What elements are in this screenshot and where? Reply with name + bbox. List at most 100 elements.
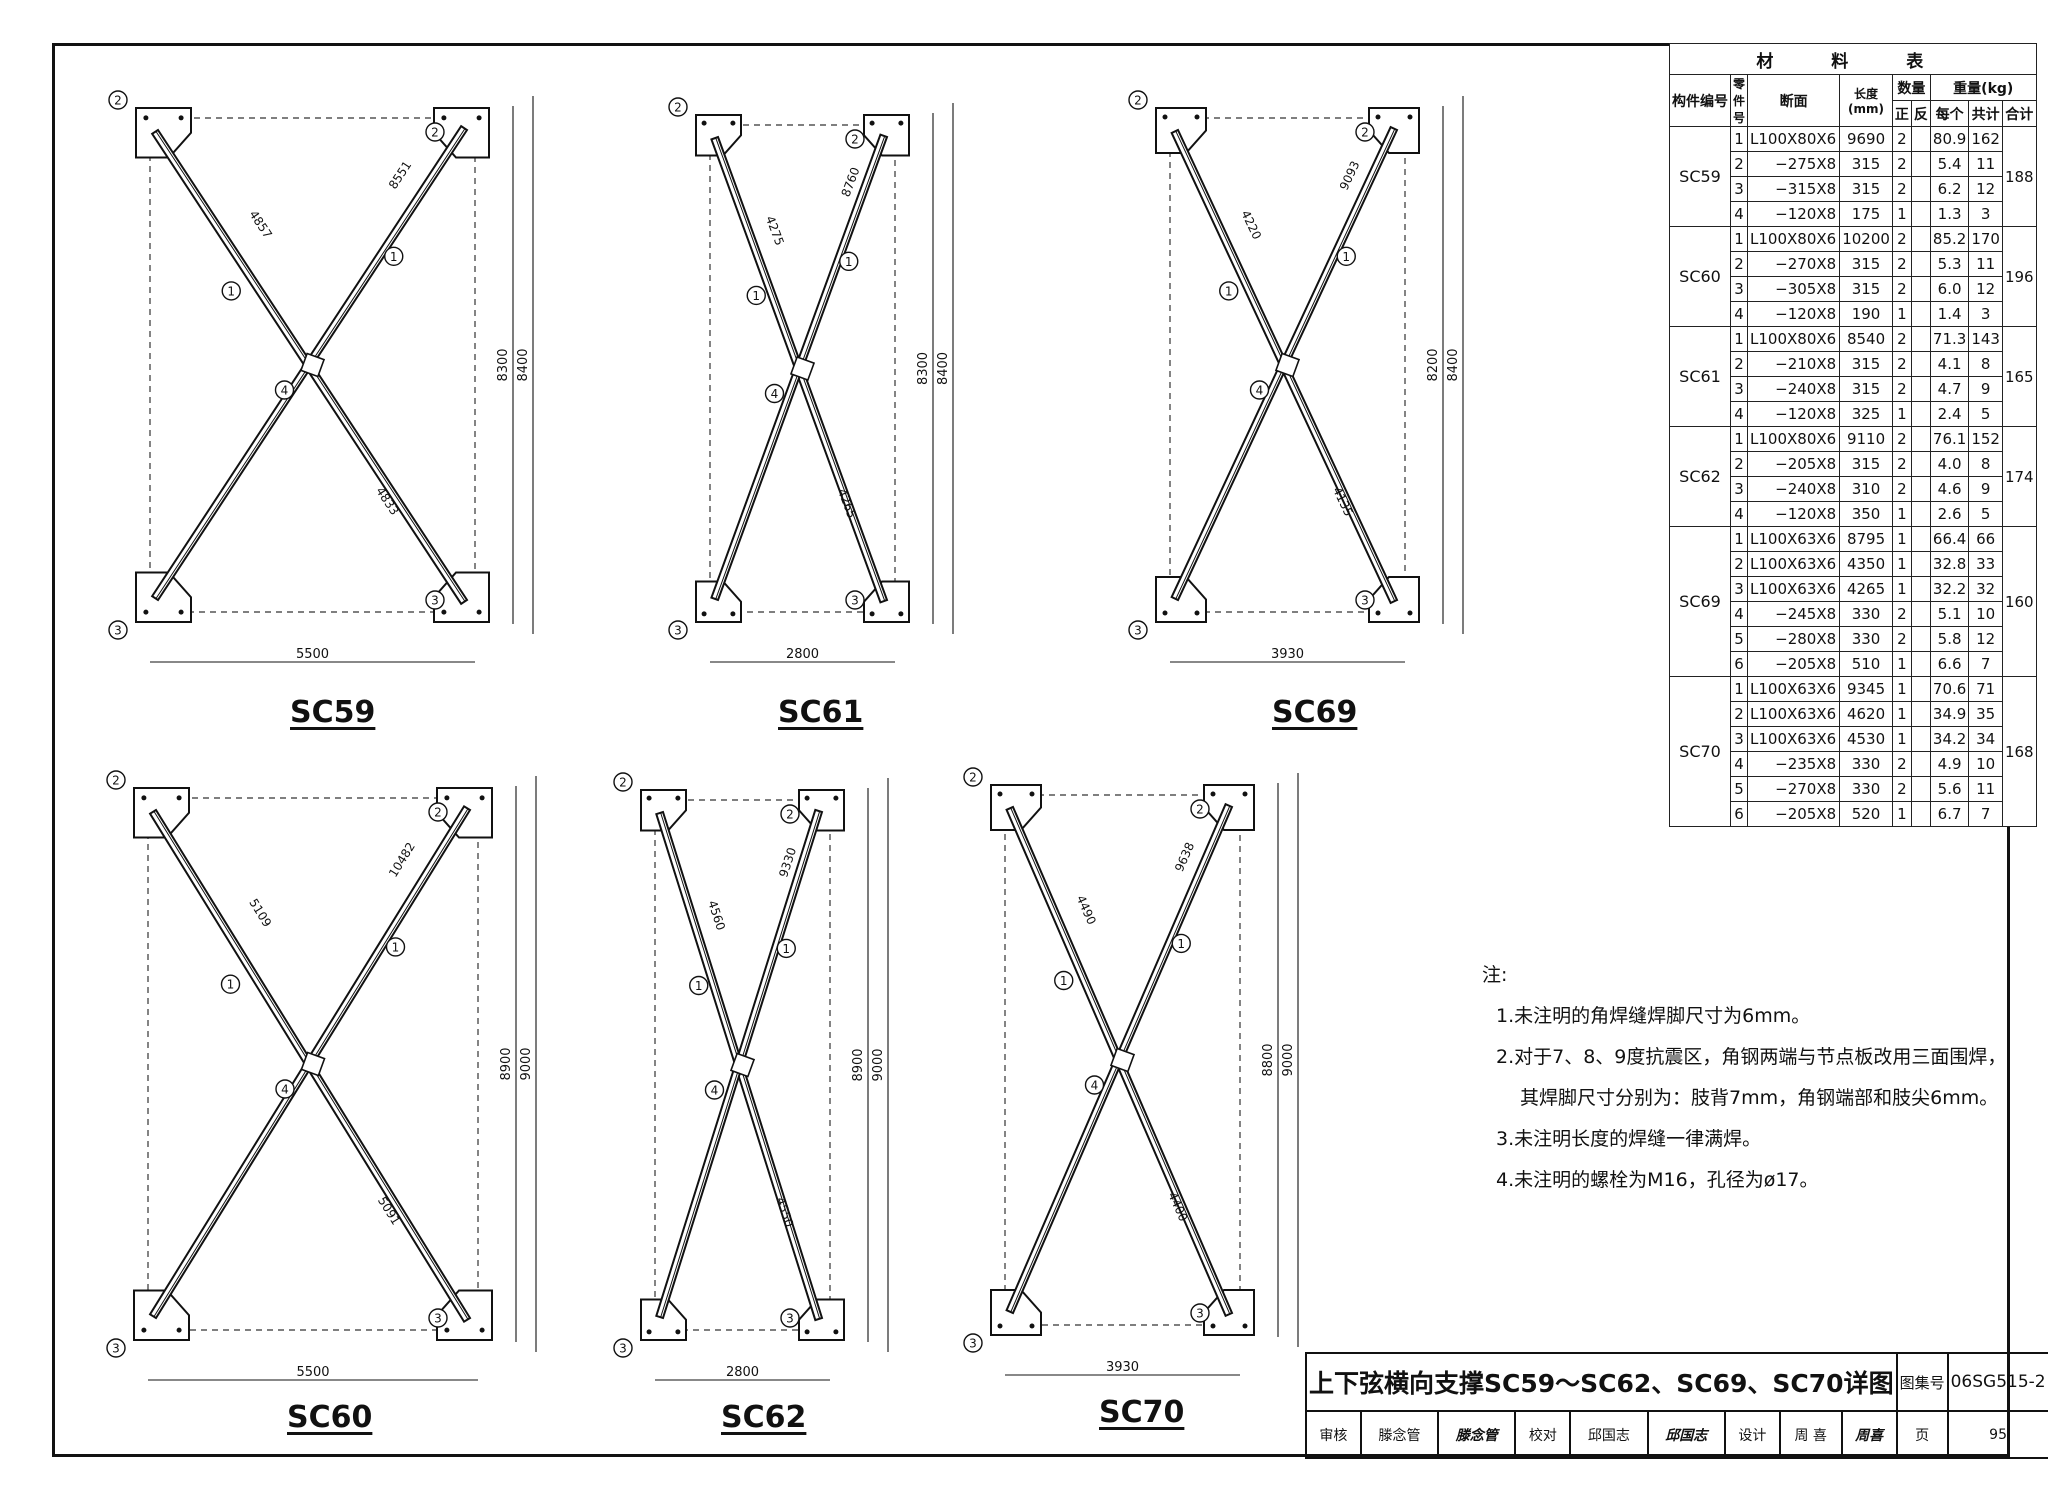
bolt-hole xyxy=(1210,1323,1216,1329)
part-callout xyxy=(845,590,865,610)
qty-pos: 2 xyxy=(1891,626,1912,652)
part-callout-number: 3 xyxy=(434,1312,442,1326)
length: 330 xyxy=(1839,776,1893,802)
part-callout xyxy=(1355,590,1375,610)
part-callout-number: 3 xyxy=(112,1342,120,1356)
part-callout xyxy=(839,251,859,272)
weight-sum: 8 xyxy=(1968,351,2003,377)
bolt-hole xyxy=(869,611,875,617)
header-each: 每个 xyxy=(1929,100,1970,127)
part-callout-number: 1 xyxy=(752,289,760,303)
part-callout xyxy=(746,285,766,306)
note-item: 3.未注明长度的焊缝一律满焊。 xyxy=(1496,1128,1762,1150)
section: −280X8 xyxy=(1747,626,1841,652)
atlas-number: 06SG515-2 xyxy=(1946,1352,2048,1412)
bolt-hole xyxy=(1162,610,1168,616)
height-dimension: 8300 xyxy=(496,348,511,381)
material-table-title: 材 料 表 xyxy=(1669,43,2037,75)
weight-total: 160 xyxy=(2001,526,2037,677)
part-callout xyxy=(780,1308,800,1328)
section: −120X8 xyxy=(1747,201,1841,227)
weight-each: 5.4 xyxy=(1929,151,1970,177)
section: −205X8 xyxy=(1747,651,1841,677)
qty-neg xyxy=(1910,426,1931,452)
part-callout xyxy=(704,1080,725,1100)
part-callout xyxy=(613,1338,633,1358)
weight-sum: 12 xyxy=(1968,626,2003,652)
length: 9345 xyxy=(1839,676,1893,702)
part-callout-number: 2 xyxy=(969,771,977,785)
qty-pos: 1 xyxy=(1891,701,1912,727)
qty-neg xyxy=(1910,776,1931,802)
page-number: 95 xyxy=(1946,1410,2048,1459)
center-plate xyxy=(1274,352,1301,378)
part-callout xyxy=(428,1308,448,1328)
bolt-hole xyxy=(178,115,184,121)
member-outline xyxy=(1169,117,1406,613)
part-callout xyxy=(1054,970,1074,991)
part-callout-number: 4 xyxy=(711,1084,719,1098)
label-sc62: SC62 xyxy=(721,1400,807,1435)
note-item: 2.对于7、8、9度抗震区，角钢两端与节点板改用三面围焊， xyxy=(1496,1046,2007,1068)
part-callout xyxy=(963,1333,983,1353)
weight-each: 4.7 xyxy=(1929,376,1970,402)
diagonal-dimension: 4265 xyxy=(835,487,859,521)
weight-sum: 11 xyxy=(1968,251,2003,277)
part-callout-number: 1 xyxy=(1060,974,1068,988)
qty-neg xyxy=(1910,276,1931,302)
part-no: 2 xyxy=(1729,551,1749,577)
qty-neg xyxy=(1910,351,1931,377)
qty-neg xyxy=(1910,251,1931,277)
width-dimension: 3930 xyxy=(1271,647,1304,662)
bolt-hole xyxy=(1194,114,1200,120)
section: L100X63X6 xyxy=(1747,526,1841,552)
part-callout-number: 2 xyxy=(851,133,859,147)
note-item: 1.未注明的角焊缝焊脚尺寸为6mm。 xyxy=(1496,1005,1811,1027)
member-outline xyxy=(709,124,896,613)
bolt-hole xyxy=(476,115,482,121)
weight-sum: 34 xyxy=(1968,726,2003,752)
part-callout xyxy=(428,802,448,822)
part-callout-number: 1 xyxy=(1177,937,1185,951)
header-qty-neg: 反 xyxy=(1910,100,1931,127)
bolt-hole xyxy=(675,795,681,801)
part-callout xyxy=(668,620,688,640)
section: −275X8 xyxy=(1747,151,1841,177)
weight-sum: 5 xyxy=(1968,401,2003,427)
label-sc69: SC69 xyxy=(1272,695,1358,730)
weight-sum: 11 xyxy=(1968,776,2003,802)
weight-each: 71.3 xyxy=(1929,326,1970,352)
qty-pos: 2 xyxy=(1891,326,1912,352)
height-dimension: 8200 xyxy=(1426,348,1441,381)
qty-pos: 1 xyxy=(1891,551,1912,577)
qty-pos: 2 xyxy=(1891,476,1912,502)
section: −210X8 xyxy=(1747,351,1841,377)
qty-pos: 2 xyxy=(1891,176,1912,202)
qty-pos: 2 xyxy=(1891,751,1912,777)
qty-neg xyxy=(1910,576,1931,602)
length: 325 xyxy=(1839,401,1893,427)
part-no: 3 xyxy=(1729,726,1749,752)
section: −235X8 xyxy=(1747,751,1841,777)
length: 10200 xyxy=(1839,226,1893,252)
part-callout xyxy=(1190,799,1210,819)
weight-sum: 143 xyxy=(1968,326,2003,352)
weight-sum: 7 xyxy=(1968,651,2003,677)
gusset-plate xyxy=(1155,576,1207,623)
part-no: 1 xyxy=(1729,526,1749,552)
weight-each: 85.2 xyxy=(1929,226,1970,252)
weight-each: 80.9 xyxy=(1929,126,1970,152)
qty-pos: 1 xyxy=(1891,501,1912,527)
part-callout xyxy=(1171,933,1191,954)
title-block: 上下弦横向支撑SC59～SC62、SC69、SC70详图 图集号 06SG515… xyxy=(1305,1352,2048,1459)
height-dimension: 8900 xyxy=(499,1047,514,1080)
gusset-plate xyxy=(695,114,742,157)
chord-dimension: 8551 xyxy=(386,158,414,191)
part-callout-number: 3 xyxy=(1134,624,1142,638)
part-callout xyxy=(108,620,128,640)
